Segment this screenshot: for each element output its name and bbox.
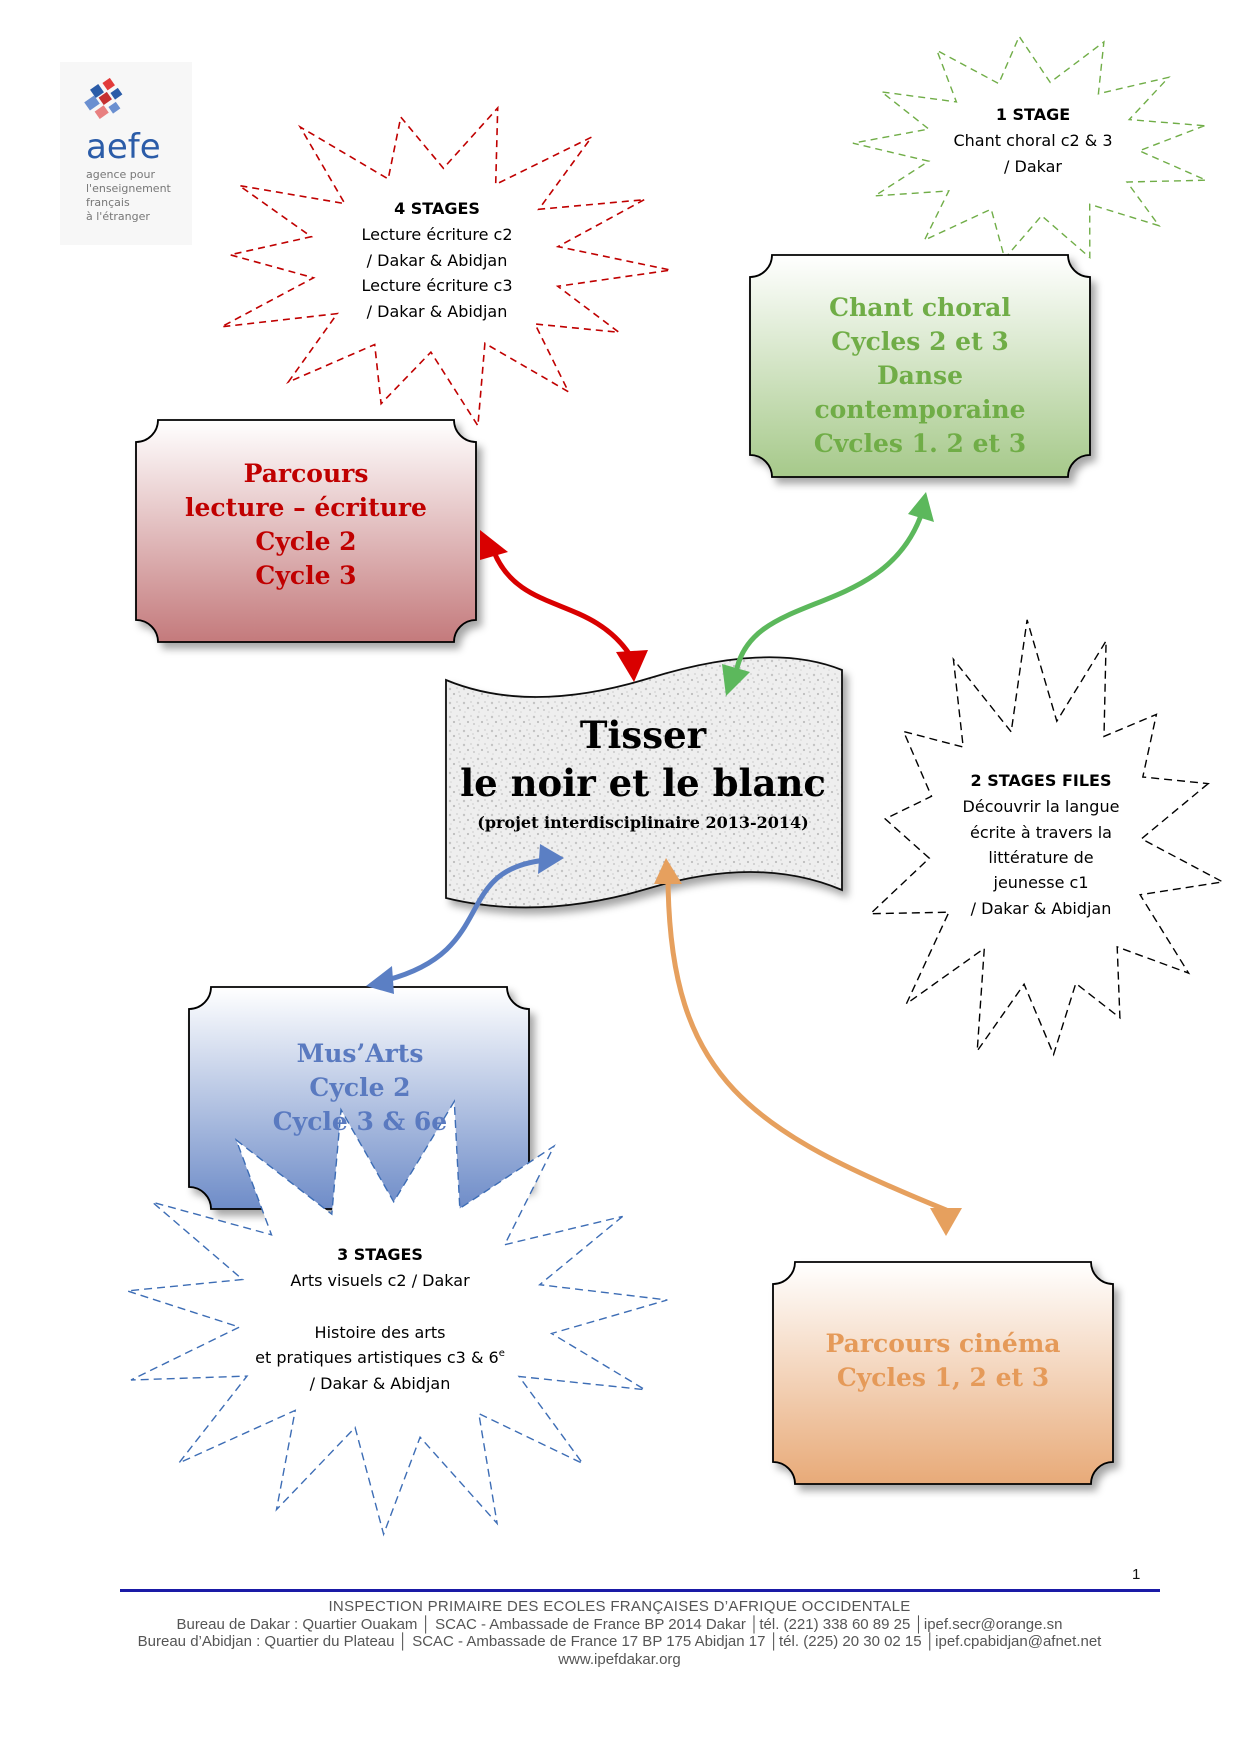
box-chant-line2: Cycles 2 et 3 (831, 327, 1008, 356)
box-cinema-line1: Parcours cinéma (826, 1329, 1061, 1358)
star-stages-lecture (221, 105, 671, 429)
box-lecture-line4: Cycle 3 (255, 561, 356, 590)
center-title-line1: Tisser (580, 713, 707, 757)
footer-line-1: INSPECTION PRIMAIRE DES ECOLES FRANÇAISE… (328, 1598, 911, 1615)
star-stages-arts (126, 1099, 668, 1537)
arrow-blue-head-center (538, 844, 564, 874)
star-chant-line3: / Dakar (1004, 157, 1062, 176)
aefe-logo: aefe agence pour l'enseignement français… (60, 62, 192, 245)
star-lecture-heading: 4 STAGES (394, 199, 480, 218)
center-banner (445, 656, 843, 909)
footer-divider (120, 1589, 1160, 1592)
page-number: 1 (1132, 1566, 1141, 1583)
arrow-orange-head-box (930, 1208, 962, 1236)
footer-line-2: Bureau de Dakar : Quartier Ouakam │ SCAC… (176, 1615, 1063, 1633)
star-arts-line4-sup: e (499, 1348, 505, 1359)
footer-line-3: Bureau d’Abidjan : Quartier du Plateau │… (137, 1633, 1102, 1650)
box-lecture-line1: Parcours (244, 459, 369, 488)
star-chant-line2: Chant choral c2 & 3 (953, 131, 1112, 150)
star-files-line2: Découvrir la langue (963, 797, 1120, 816)
center-title-line2: le noir et le blanc (460, 761, 826, 805)
star-files-heading: 2 STAGES FILES (971, 771, 1112, 790)
star-stages-files (868, 619, 1225, 1057)
logo-frame (60, 62, 192, 245)
box-musarts-line1: Mus’Arts (297, 1039, 424, 1068)
arrow-green-head-box (908, 492, 934, 522)
arrow-blue (384, 857, 549, 983)
box-chant-line3: Danse (877, 361, 963, 390)
star-lecture-line2: Lecture écriture c2 (361, 225, 512, 244)
logo-tagline-4: à l'étranger (86, 210, 150, 223)
arrow-red-head-box (480, 530, 508, 560)
arrow-orange (665, 877, 949, 1213)
footer: INSPECTION PRIMAIRE DES ECOLES FRANÇAISE… (0, 1598, 1239, 1668)
footer-website[interactable]: www.ipefdakar.org (558, 1650, 681, 1668)
arrow-red (491, 549, 633, 658)
star-arts-line5: / Dakar & Abidjan (310, 1374, 451, 1393)
arrow-green-head-center (722, 664, 750, 696)
box-cinema (772, 1261, 1114, 1485)
star-files-line3: écrite à travers la (970, 823, 1112, 842)
star-stages-chant (852, 34, 1207, 260)
star-arts-line3: Histoire des arts (315, 1323, 446, 1342)
box-musarts-line2: Cycle 2 (309, 1073, 410, 1102)
box-lecture (135, 419, 477, 643)
arrow-orange-head-center (654, 858, 682, 884)
box-lecture-line2: lecture – écriture (185, 493, 427, 522)
arrow-blue-head-box (366, 966, 394, 994)
star-arts-line2: Arts visuels c2 / Dakar (290, 1271, 470, 1290)
logo-tagline-3: français (86, 196, 130, 209)
box-chant-line5: Cvcles 1. 2 et 3 (814, 429, 1026, 458)
star-arts-line4-text: et pratiques artistiques c3 & 6 (255, 1348, 499, 1367)
star-files-line6: / Dakar & Abidjan (971, 899, 1112, 918)
logo-name: aefe (86, 127, 161, 167)
box-chant (749, 254, 1091, 478)
star-lecture-line3: / Dakar & Abidjan (367, 251, 508, 270)
arrow-red-head-center (616, 650, 648, 682)
logo-mark-icon (84, 77, 123, 119)
star-files-line5: jeunesse c1 (993, 873, 1089, 892)
star-arts-line4: et pratiques artistiques c3 & 6e (255, 1348, 505, 1367)
arrow-green (733, 515, 923, 676)
star-lecture-line4: Lecture écriture c3 (361, 276, 512, 295)
star-arts-heading: 3 STAGES (337, 1245, 423, 1264)
star-chant-heading: 1 STAGE (996, 105, 1070, 124)
box-musarts-line3: Cycle 3 & 6e (273, 1107, 447, 1136)
box-chant-line1: Chant choral (829, 293, 1011, 322)
box-chant-line4: contemporaine (814, 395, 1025, 424)
logo-tagline-1: agence pour (86, 168, 155, 181)
star-files-line4: littérature de (988, 848, 1093, 867)
center-subtitle: (projet interdisciplinaire 2013-2014) (477, 813, 808, 832)
box-lecture-line3: Cycle 2 (255, 527, 356, 556)
box-cinema-line2: Cycles 1, 2 et 3 (837, 1363, 1049, 1392)
star-lecture-line5: / Dakar & Abidjan (367, 302, 508, 321)
logo-tagline-2: l'enseignement (86, 182, 172, 195)
